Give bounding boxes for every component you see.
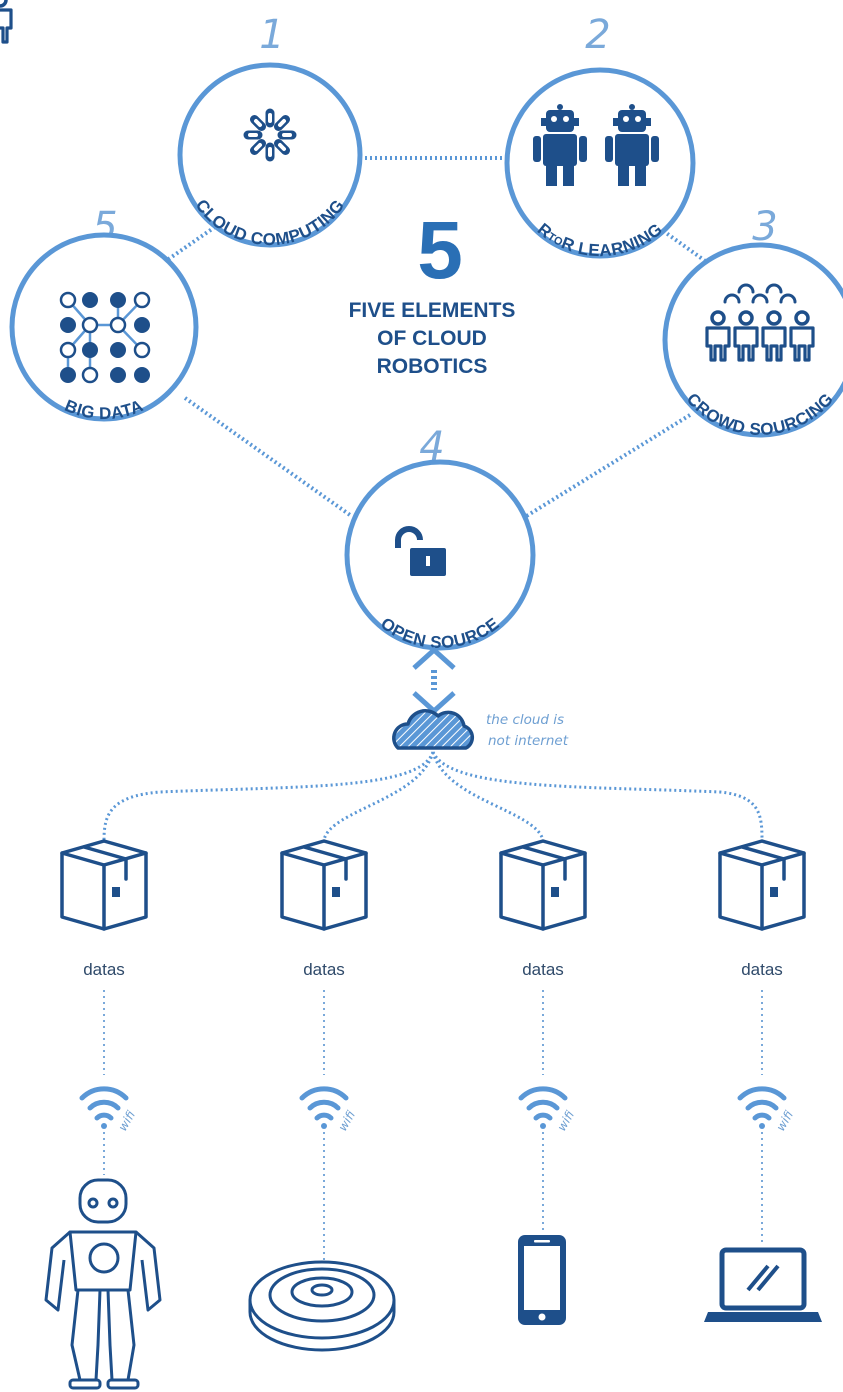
wifi-label: wifi: [773, 1108, 796, 1133]
element-crowd-sourcing: 3 CROWD SOURCING: [0, 0, 843, 439]
center-number: 5: [417, 205, 463, 296]
wifi-icon: [299, 1086, 349, 1129]
box-icon: [718, 839, 806, 931]
device-column-3: datas wifi: [499, 839, 587, 1325]
datas-label: datas: [741, 960, 783, 979]
humanoid-robot-icon: [44, 1178, 162, 1390]
cloud-note-line-2: not internet: [488, 733, 569, 749]
datas-label: datas: [303, 960, 345, 979]
wifi-label: wifi: [335, 1108, 358, 1133]
box-icon: [499, 839, 587, 931]
box-icon: [280, 839, 368, 931]
cloud-note-line-1: the cloud is: [486, 712, 564, 728]
device-column-4: datas wifi: [704, 839, 822, 1322]
robots-icon: [533, 104, 659, 186]
element-open-source: 4 OPEN SOURCE: [344, 424, 536, 652]
center-line-3: ROBOTICS: [377, 355, 488, 378]
cloud-to-devices-connectors: [102, 751, 764, 841]
robot-vacuum-icon: [248, 1260, 396, 1352]
cloud-icon: [392, 709, 475, 750]
laptop-icon: [704, 1247, 822, 1322]
element-big-data: 5: [9, 204, 199, 423]
cloud-note: the cloud is not internet: [486, 712, 569, 749]
data-network-icon: [59, 291, 151, 384]
center-line-2: OF CLOUD: [377, 327, 487, 350]
element-rtor-learning: 2: [504, 12, 696, 260]
element-cloud-computing: 1: [177, 12, 363, 249]
wifi-label: wifi: [115, 1108, 138, 1133]
element-number-1: 1: [259, 12, 284, 58]
wifi-label: wifi: [554, 1108, 577, 1133]
element-number-3: 3: [752, 204, 777, 250]
smartphone-icon: [518, 1235, 566, 1325]
box-icon: [60, 839, 148, 931]
center-title: 5 FIVE ELEMENTS OF CLOUD ROBOTICS: [349, 205, 516, 378]
datas-label: datas: [522, 960, 564, 979]
element-number-2: 2: [585, 12, 610, 58]
unlocked-padlock-icon: [395, 526, 446, 576]
device-column-1: datas wifi: [44, 839, 162, 1390]
center-line-1: FIVE ELEMENTS: [349, 299, 516, 322]
wifi-icon: [737, 1086, 787, 1129]
wifi-icon: [79, 1086, 129, 1129]
loading-spinner-icon: [243, 108, 297, 162]
wifi-icon: [518, 1086, 568, 1129]
device-column-2: datas wifi: [248, 839, 396, 1352]
datas-label: datas: [83, 960, 125, 979]
crowd-icon: [0, 0, 815, 362]
bidirectional-arrow: [412, 646, 456, 715]
